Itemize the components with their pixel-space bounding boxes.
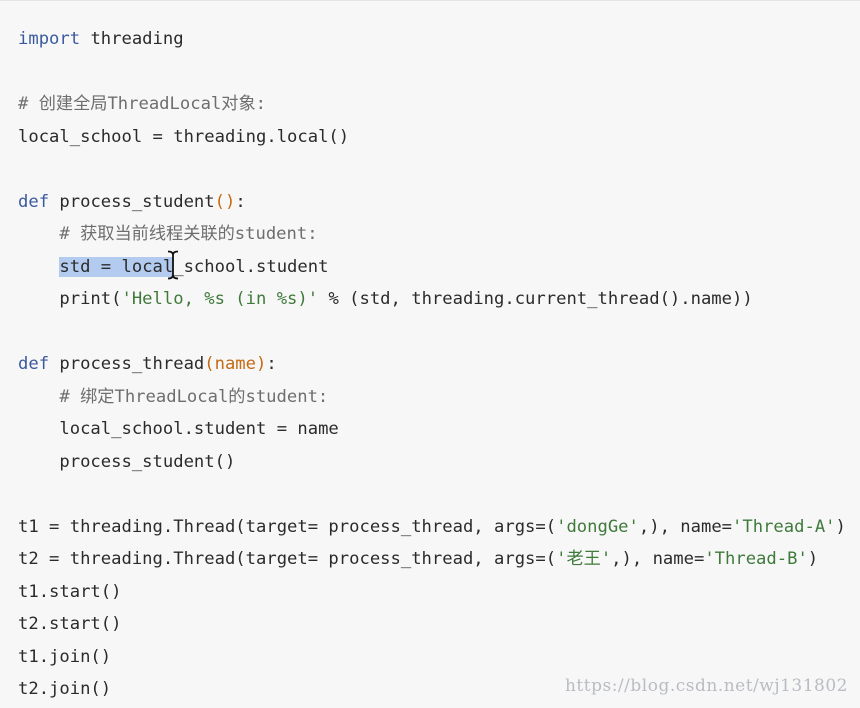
code-token: # 获取当前线程关联的student: <box>59 224 318 244</box>
code-line: import threading <box>18 23 860 56</box>
code-line: t2 = threading.Thread(target= process_th… <box>18 543 860 576</box>
code-line: local_school.student = name <box>18 413 860 446</box>
code-token: def <box>18 191 50 212</box>
code-token: import <box>18 29 81 49</box>
code-token: _school.student <box>173 256 329 277</box>
code-line: def process_student(): <box>18 186 860 219</box>
code-line: local_school = threading.local() <box>18 121 860 154</box>
code-token: (name) <box>204 354 267 374</box>
code-token: 'Thread-A' <box>732 516 836 537</box>
code-token: print( <box>18 289 122 309</box>
code-line: t2.start() <box>18 608 860 641</box>
code-token: '老王' <box>556 549 612 569</box>
code-token: threading <box>80 29 184 49</box>
code-line <box>18 56 860 89</box>
code-token: t1.start() <box>18 581 122 602</box>
code-line: process_student() <box>18 446 860 479</box>
code-token: t1.join() <box>18 646 112 667</box>
code-line: t2.join() <box>18 673 860 706</box>
code-token: def <box>18 354 50 374</box>
code-token: 'Thread-B' <box>704 549 808 569</box>
code-line <box>18 478 860 511</box>
code-line: std = local_school.student <box>18 251 860 284</box>
code-token: process_thread <box>49 354 205 374</box>
code-token <box>18 387 59 407</box>
code-token: local_school.student = name <box>18 419 339 439</box>
code-line: t1 = threading.Thread(target= process_th… <box>18 511 860 544</box>
code-token: # 绑定ThreadLocal的student: <box>59 386 329 407</box>
code-line <box>18 316 860 349</box>
code-token: ,), name= <box>611 549 705 569</box>
code-token: ,), name= <box>638 516 733 537</box>
code-line: # 创建全局ThreadLocal对象: <box>18 88 860 121</box>
code-token: % (std, threading.current_thread().name)… <box>318 289 753 309</box>
code-token: ) <box>835 516 846 537</box>
code-line: t1.start() <box>18 576 860 609</box>
code-token: t2.join() <box>18 679 112 699</box>
code-token: t1 = threading.Thread(target= process_th… <box>18 516 557 537</box>
text-ibeam-cursor-icon <box>167 250 179 280</box>
code-token: : <box>235 191 246 212</box>
code-token: () <box>214 191 236 212</box>
code-token: 'Hello, %s (in %s)' <box>121 289 319 309</box>
code-line: # 获取当前线程关联的student: <box>18 218 860 251</box>
code-token <box>18 224 59 244</box>
code-token <box>18 257 59 277</box>
selected-text: std = local <box>59 256 174 277</box>
code-block[interactable]: import threading # 创建全局ThreadLocal对象: loca… <box>18 23 860 706</box>
code-token: 'dongGe' <box>556 516 639 537</box>
code-token: t2 = threading.Thread(target= process_th… <box>18 549 557 569</box>
code-line: def process_thread(name): <box>18 348 860 381</box>
code-token: : <box>266 354 277 374</box>
code-line: t1.join() <box>18 641 860 674</box>
code-token: local_school = threading.local() <box>18 126 350 147</box>
code-token: ) <box>807 549 819 569</box>
watermark-url: https://blog.csdn.net/wj131802 <box>564 676 848 696</box>
code-token: t2.start() <box>18 614 122 634</box>
code-token: process_student() <box>18 451 236 472</box>
code-token: # 创建全局ThreadLocal对象: <box>18 94 266 114</box>
code-line <box>18 153 860 186</box>
code-line: # 绑定ThreadLocal的student: <box>18 381 860 414</box>
code-line: print('Hello, %s (in %s)' % (std, thread… <box>18 283 860 316</box>
code-token: process_student <box>49 191 215 212</box>
